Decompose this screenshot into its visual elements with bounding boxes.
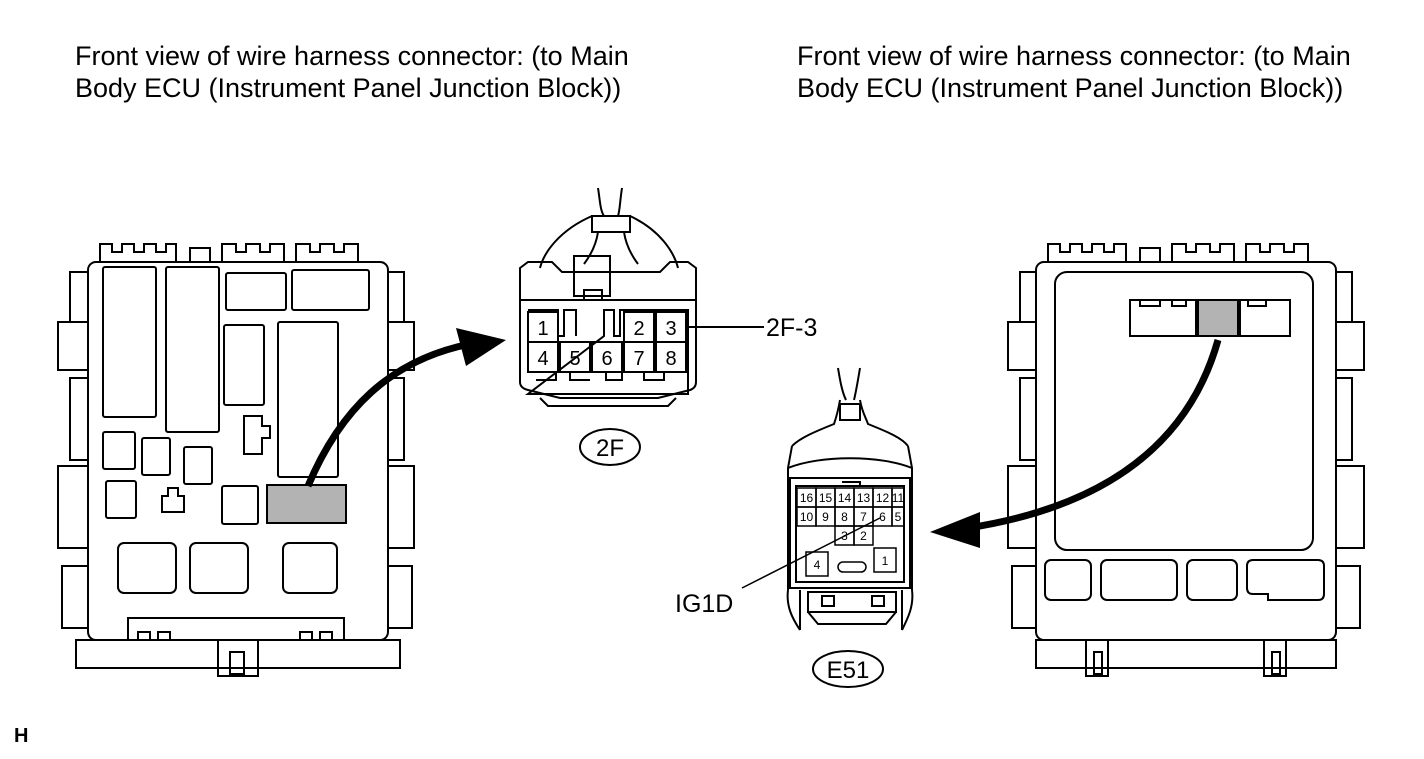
connector-e51 [741,367,914,631]
pin-e51-8: 8 [841,510,848,524]
caption-right: Front view of wire harness connector: (t… [797,41,1351,103]
pin-2f-7: 7 [633,348,644,370]
pin-e51-5: 5 [895,510,902,524]
callout-2f-3: 2F-3 [766,314,817,342]
left-junction-block [57,243,415,677]
pin-e51-4: 4 [814,558,821,572]
pin-e51-9: 9 [822,510,829,524]
pin-e51-1: 1 [882,554,889,568]
pin-2f-4: 4 [537,348,548,370]
pin-e51-12: 12 [876,491,890,505]
pin-2f-6: 6 [601,348,612,370]
arrow-to-2f [304,340,471,488]
pin-2f-3: 3 [665,318,676,340]
pin-2f-5: 5 [569,348,580,370]
pin-e51-7: 7 [860,510,867,524]
pin-e51-6: 6 [879,510,886,524]
badge-e51 [812,650,884,688]
pin-e51-11: 11 [892,491,905,505]
arrow-to-2f-head [456,328,506,366]
pin-2f-1: 1 [537,318,548,340]
badge-e51-label: E51 [827,657,870,684]
pin-e51-14: 14 [838,491,852,505]
pin-e51-2: 2 [860,529,867,543]
connector-e51-pins: 16 15 14 13 12 11 10 9 8 7 6 5 3 2 4 1 [800,491,905,572]
pin-e51-15: 15 [819,491,833,505]
pin-2f-2: 2 [633,318,644,340]
corner-mark: H [14,725,28,747]
pin-e51-3: 3 [841,529,848,543]
badge-2f-label: 2F [596,435,624,462]
right-junction-block [1007,243,1365,677]
caption-left: Front view of wire harness connector: (t… [75,41,629,103]
pin-e51-16: 16 [800,491,814,505]
pin-e51-10: 10 [800,510,814,524]
callout-ig1d: IG1D [675,590,733,618]
pin-e51-13: 13 [857,491,871,505]
arrow-to-e51-head [930,512,980,548]
connector-2f-pins: 1 2 3 4 5 6 7 8 [537,318,676,370]
connector-2f [519,187,764,407]
badge-2f [579,428,641,466]
pin-2f-8: 8 [665,348,676,370]
arrow-to-e51 [967,339,1222,532]
